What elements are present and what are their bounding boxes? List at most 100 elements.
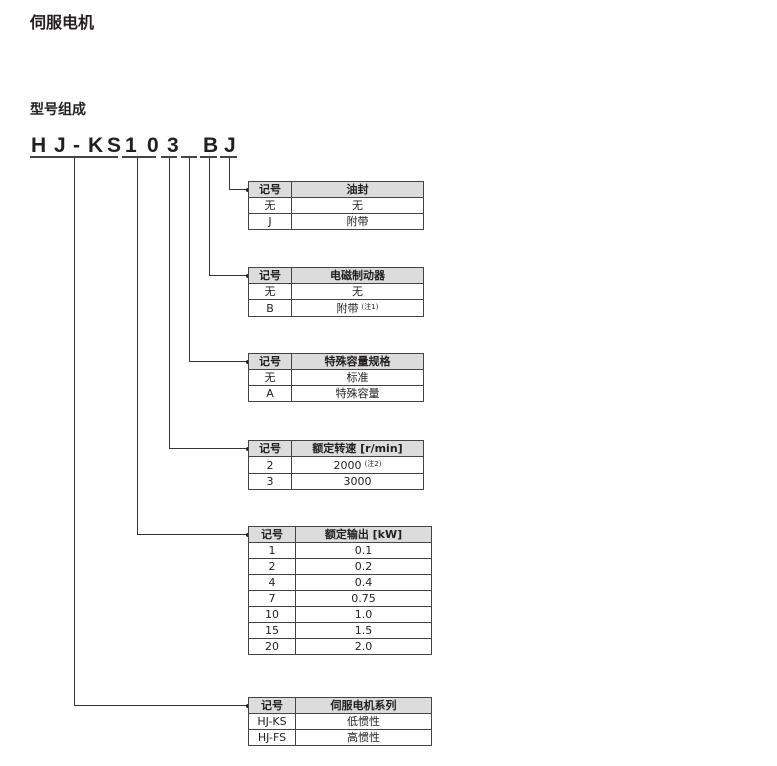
- code-cell: HJ-KS: [248, 713, 296, 730]
- value-text: 附带: [336, 302, 359, 315]
- header-cell: 记号: [248, 526, 296, 543]
- header-cell: 电磁制动器: [291, 267, 424, 284]
- table-header: 记号额定输出 [kW]: [248, 526, 432, 543]
- value-cell: 标准: [291, 369, 424, 386]
- value-text: 高惯性: [347, 731, 380, 744]
- code-underline: [161, 156, 177, 158]
- header-cell: 记号: [248, 353, 292, 370]
- value-text: 3000: [343, 475, 372, 488]
- header-cell: 记号: [248, 267, 292, 284]
- code-cell: 无: [248, 369, 292, 386]
- header-cell: 伺服电机系列: [295, 697, 432, 714]
- leader-line: [74, 705, 248, 707]
- footnote-mark: (注1): [361, 303, 379, 311]
- header-cell: 记号: [248, 440, 292, 457]
- value-text: 2000: [333, 459, 362, 472]
- footnote-mark: (注2): [364, 460, 382, 468]
- value-cell: 无: [291, 197, 424, 214]
- table-row: HJ-FS 高惯性: [248, 729, 432, 746]
- table-row: 无 标准: [248, 369, 424, 386]
- code-cell: 7: [248, 590, 296, 607]
- header-cell: 记号: [248, 181, 292, 198]
- code-cell: HJ-FS: [248, 729, 296, 746]
- leader-line: [189, 158, 191, 361]
- value-text: 0.2: [354, 560, 373, 573]
- value-text: 无: [352, 285, 363, 298]
- value-cell: 1.0: [295, 606, 432, 623]
- leader-line: [209, 275, 248, 277]
- value-cell: 0.75: [295, 590, 432, 607]
- model-code-char: B: [203, 134, 219, 157]
- header-cell: 特殊容量规格: [291, 353, 424, 370]
- leader-line: [189, 361, 248, 363]
- model-code-char: 0: [147, 134, 159, 157]
- value-cell: 0.2: [295, 558, 432, 575]
- code-cell: J: [248, 213, 292, 230]
- value-text: 1.0: [354, 608, 373, 621]
- table-row: 无无: [248, 283, 424, 300]
- code-underline: [181, 156, 197, 158]
- leader-line: [169, 448, 248, 450]
- header-cell: 油封: [291, 181, 424, 198]
- value-cell: 高惯性: [295, 729, 432, 746]
- value-cell: 附带: [291, 213, 424, 230]
- header-cell: 额定输出 [kW]: [295, 526, 432, 543]
- leader-line: [169, 158, 171, 448]
- model-code-char: 3: [167, 134, 179, 157]
- model-code-char: J: [224, 134, 236, 157]
- value-cell: 3000: [291, 473, 424, 490]
- code-underline: [122, 156, 156, 158]
- value-text: 0.4: [354, 576, 373, 589]
- value-text: 标准: [346, 371, 369, 384]
- code-underline: [220, 156, 237, 158]
- value-cell: 低惯性: [295, 713, 432, 730]
- value-cell: 0.4: [295, 574, 432, 591]
- code-cell: 2: [248, 456, 292, 474]
- model-code-char: -: [73, 134, 80, 157]
- code-cell: 10: [248, 606, 296, 623]
- code-cell: 20: [248, 638, 296, 655]
- code-cell: 1: [248, 542, 296, 559]
- value-text: 2.0: [354, 640, 373, 653]
- table-row: HJ-KS 低惯性: [248, 713, 432, 730]
- code-cell: 2: [248, 558, 296, 575]
- header-cell: 记号: [248, 697, 296, 714]
- value-cell: 附带(注1): [291, 299, 424, 317]
- value-cell: 1.5: [295, 622, 432, 639]
- value-cell: 2000(注2): [291, 456, 424, 474]
- model-code-char: S: [107, 134, 122, 157]
- table-row: 无无: [248, 197, 424, 214]
- value-cell: 0.1: [295, 542, 432, 559]
- model-code-char: J: [54, 134, 66, 157]
- value-text: 无: [352, 199, 363, 212]
- value-text: 0.1: [354, 544, 373, 557]
- section-title: 型号组成: [30, 102, 86, 118]
- code-underline: [30, 156, 118, 158]
- table-header: 记号伺服电机系列: [248, 697, 432, 714]
- leader-line: [209, 158, 211, 275]
- code-cell: 15: [248, 622, 296, 639]
- code-cell: A: [248, 385, 292, 402]
- code-underline: [200, 156, 217, 158]
- value-text: 低惯性: [347, 715, 380, 728]
- page-title: 伺服电机: [30, 13, 95, 32]
- leader-line: [229, 189, 248, 191]
- code-cell: 无: [248, 197, 292, 214]
- table-header: 记号额定转速 [r/min]: [248, 440, 424, 457]
- value-cell: 2.0: [295, 638, 432, 655]
- leader-line: [74, 158, 76, 705]
